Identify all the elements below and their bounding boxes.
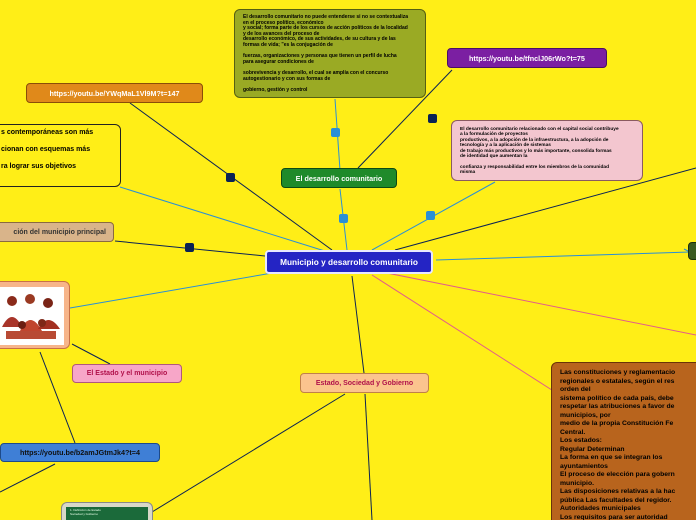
desarrollo-comunitario-node[interactable]: El desarrollo comunitario — [281, 168, 397, 188]
note-line: La forma en que se integran los — [560, 454, 696, 463]
people-illustration — [0, 287, 64, 345]
note-line: regionales o estatales, según el res — [560, 378, 696, 387]
estado-municipio-node[interactable]: El Estado y el municipio — [72, 364, 182, 383]
note-capital-social: El desarrollo comunitario relacionado co… — [451, 120, 643, 181]
connector-estado-down — [365, 394, 372, 520]
youtube-link-top-left[interactable]: https://youtu.be/YWqMaL1Vl9M?t=147 — [26, 83, 203, 103]
note-line: pública Las facultades del regidor. — [560, 497, 696, 506]
central-topic-label: Municipio y desarrollo comunitario — [280, 257, 418, 267]
youtube-link-top-right-label: https://youtu.be/tfnclJ06rWo?t=75 — [469, 54, 585, 63]
right-edge-node[interactable] — [688, 242, 696, 260]
note-line: Autoridades municipales — [560, 505, 696, 514]
connector-image-youtube-bl — [40, 352, 75, 443]
note-line: respetar las atribuciones a favor de — [560, 403, 696, 412]
connector-central-image — [70, 272, 278, 308]
connector-central-estado — [352, 276, 364, 373]
collapse-knob[interactable] — [226, 173, 235, 182]
collapse-knob[interactable] — [428, 114, 437, 123]
youtube-link-bottom-left-label: https://youtu.be/b2amJGtmJk4?t=4 — [20, 448, 140, 457]
thumbnail-line: Sociedad y Gobierno — [70, 513, 144, 517]
note-line: medio de la propia Constitución Fe — [560, 420, 696, 429]
municipio-principal-node[interactable]: ción del municipio principal — [0, 222, 114, 242]
collapse-knob[interactable] — [339, 214, 348, 223]
note-line: cionan con esquemas más — [1, 146, 116, 155]
note-line: Regular Determinan — [560, 446, 696, 455]
note-line: orden del — [560, 386, 696, 395]
note-line: s contemporáneas son más — [1, 129, 116, 138]
collapse-knob[interactable] — [331, 128, 340, 137]
note-line: Las constituciones y reglamentacio — [560, 369, 696, 378]
desarrollo-comunitario-label: El desarrollo comunitario — [296, 174, 383, 183]
note-line: municipios, por — [560, 412, 696, 421]
connector-youtube-off-left — [0, 464, 55, 492]
estado-sociedad-gobierno-node[interactable]: Estado, Sociedad y Gobierno — [300, 373, 429, 393]
municipio-principal-label: ción del municipio principal — [13, 229, 106, 236]
note-line: municipio. — [560, 480, 696, 489]
connector-central-pink — [372, 270, 696, 335]
youtube-link-top-left-label: https://youtu.be/YWqMaL1Vl9M?t=147 — [50, 89, 180, 98]
note-line: ayuntamientos — [560, 463, 696, 472]
connector-central-right — [436, 252, 690, 260]
connector-image-estado — [72, 344, 110, 364]
note-top-text: El desarrollo comunitario no puede enten… — [243, 15, 421, 93]
collapse-knob[interactable] — [185, 243, 194, 252]
note-line: ra lograr sus objetivos — [1, 163, 116, 172]
connector-central-note-left — [120, 187, 328, 252]
note-left-partial: s contemporáneas son más cionan con esqu… — [0, 124, 121, 187]
central-topic[interactable]: Municipio y desarrollo comunitario — [265, 250, 433, 274]
note-line — [1, 155, 116, 164]
estado-sociedad-gobierno-label: Estado, Sociedad y Gobierno — [316, 380, 413, 387]
connector-estado-thumb — [152, 394, 345, 512]
note-line: El proceso de elección para gobern — [560, 471, 696, 480]
note-line — [1, 138, 116, 147]
note-line: Los estados: — [560, 437, 696, 446]
youtube-link-bottom-left[interactable]: https://youtu.be/b2amJGtmJk4?t=4 — [0, 443, 160, 462]
collapse-knob[interactable] — [426, 211, 435, 220]
note-line: Las disposiciones relativas a la hac — [560, 488, 696, 497]
note-right-text: El desarrollo comunitario relacionado co… — [460, 127, 638, 176]
note-line: sistema político de cada país, debe — [560, 395, 696, 404]
estado-municipio-label: El Estado y el municipio — [87, 370, 168, 377]
note-line: Los requisitos para ser autoridad — [560, 514, 696, 520]
image-node[interactable] — [0, 281, 70, 349]
note-line: Central. — [560, 429, 696, 438]
youtube-link-top-right[interactable]: https://youtu.be/tfnclJ06rWo?t=75 — [447, 48, 607, 68]
note-desarrollo-top: El desarrollo comunitario no puede enten… — [234, 9, 426, 98]
note-left-text: s contemporáneas son más cionan con esqu… — [1, 129, 116, 172]
note-line: misma — [460, 170, 638, 175]
note-line: gobierno, gestión y control — [243, 88, 421, 94]
